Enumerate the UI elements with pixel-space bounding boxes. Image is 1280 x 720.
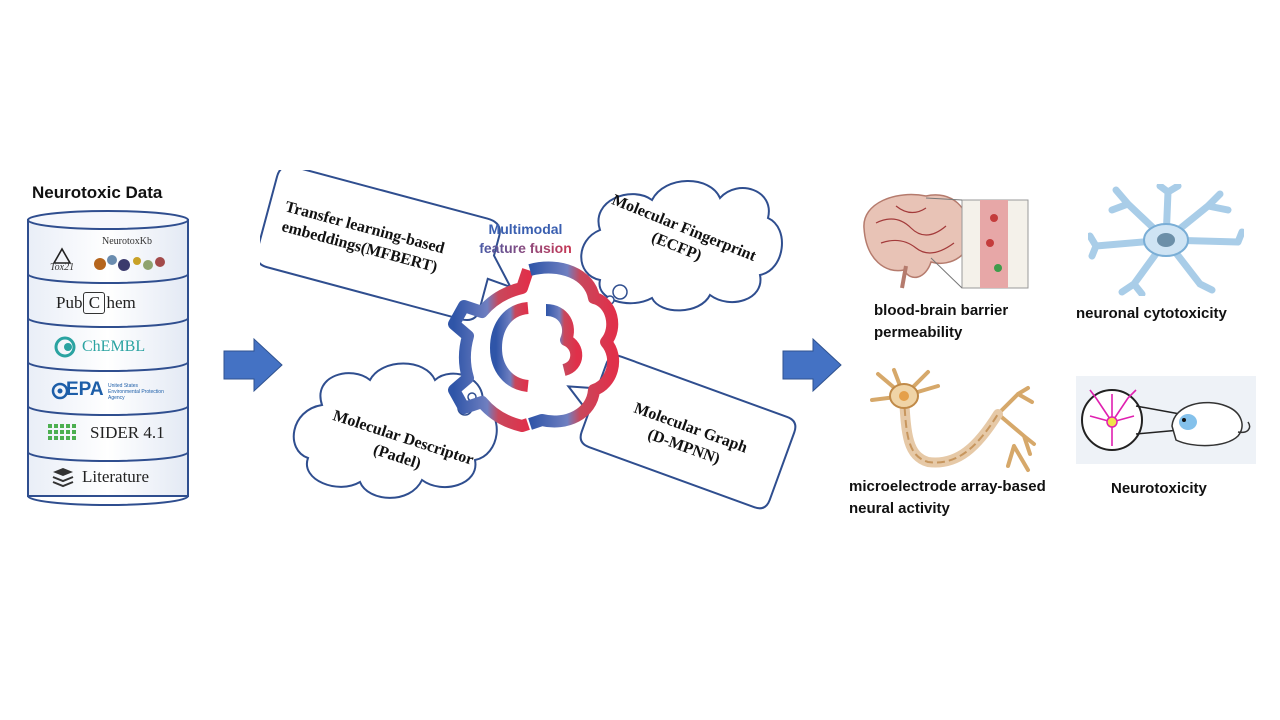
neurotox-label: Neurotoxicity xyxy=(1111,480,1207,497)
arrow-right-icon xyxy=(223,337,283,393)
fusion-label: Multimodal feature fusion xyxy=(468,220,583,258)
sider-icon xyxy=(48,424,76,440)
cytotox-label: neuronal cytotoxicity xyxy=(1076,305,1227,322)
neurotoxkb-icons xyxy=(94,255,165,271)
neurotoxic-data-title: Neurotoxic Data xyxy=(32,183,163,202)
epa-flower-icon xyxy=(51,382,69,400)
books-icon xyxy=(52,468,74,488)
center-graphics xyxy=(260,170,797,510)
mea-neuron-illustration xyxy=(870,368,1036,472)
neurotoxkb-label: NeurotoxKb xyxy=(102,236,152,247)
chembl-label: ChEMBL xyxy=(82,338,146,355)
literature-label: Literature xyxy=(82,467,150,486)
chembl-icon xyxy=(54,336,76,358)
neuron-cell-illustration xyxy=(1088,184,1244,296)
arrow-right-icon-2 xyxy=(782,337,842,393)
ecfp-cloud xyxy=(580,180,783,312)
epa-label: EPA xyxy=(66,379,104,400)
brain-vessel-illustration xyxy=(863,193,1029,289)
mouse-neuron-illustration xyxy=(1076,376,1256,464)
gear-brain-icon xyxy=(448,261,620,432)
tox21-logo-icon xyxy=(52,247,72,264)
sider-label: SIDER 4.1 xyxy=(90,423,165,442)
tox21-label: Tox21 xyxy=(50,262,75,273)
